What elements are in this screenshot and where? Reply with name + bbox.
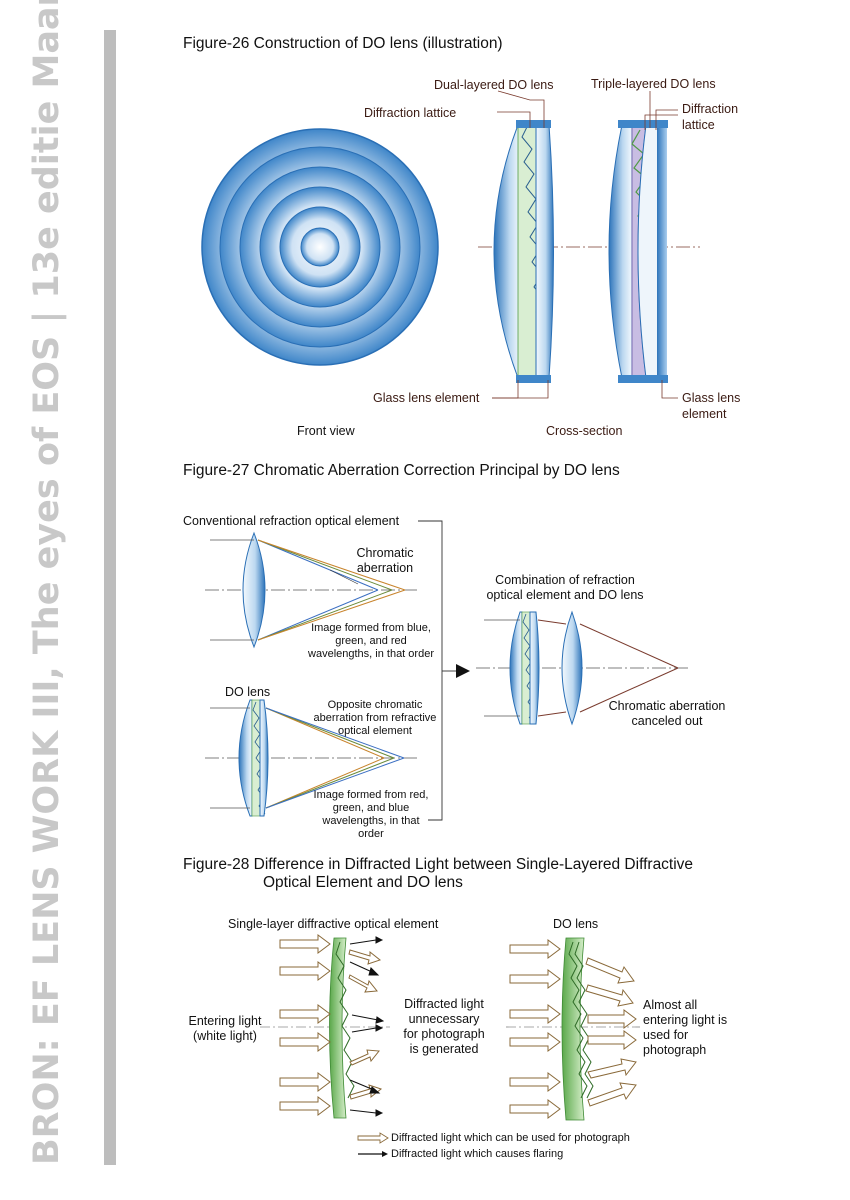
entering-light-arrows-left [279, 934, 331, 1116]
entering-light-arrows-right [509, 939, 561, 1119]
figure-26-front-view [201, 90, 700, 399]
legend-used-label: Diffracted light which can be used for p… [391, 1132, 630, 1144]
figure-27-diagram [205, 520, 690, 821]
image-rgb2-label-2: green, and blue [332, 802, 410, 814]
combination-label-1: Combination of refraction [495, 573, 635, 587]
dual-layer-lens-cross-section [478, 120, 700, 383]
image-rgb-label-2: green, and red [335, 635, 407, 647]
diffracted-label-4: is generated [409, 1042, 479, 1056]
diffracted-label-3: for photograph [403, 1027, 485, 1041]
figure-27-title: Figure-27 Chromatic Aberration Correctio… [183, 462, 620, 479]
opposite-label-3: optical element [338, 725, 412, 737]
canceled-label-1: Chromatic aberration [608, 699, 726, 713]
canceled-label-2: canceled out [631, 714, 703, 728]
almost-label-3: used for [643, 1028, 689, 1042]
almost-label-1: Almost all [643, 998, 698, 1012]
diffracted-label-2: unnecessary [408, 1012, 480, 1026]
glass-element-label-right-1: Glass lens [682, 391, 741, 405]
combination-label-2: optical element and DO lens [486, 588, 644, 602]
do-lens-figure-27 [205, 699, 418, 817]
almost-label-2: entering light is [643, 1013, 728, 1027]
opposite-label-1: Opposite chromatic [327, 699, 423, 711]
do-lens-label-27: DO lens [225, 685, 271, 699]
conventional-lens [205, 531, 418, 649]
figure-28-title-1: Figure-28 Difference in Diffracted Light… [183, 856, 694, 873]
front-view-label: Front view [297, 424, 355, 438]
conventional-label: Conventional refraction optical element [183, 514, 400, 528]
front-view-rings [201, 128, 439, 366]
triple-layer-label: Triple-layered DO lens [591, 77, 716, 91]
chromatic-label-1: Chromatic [356, 546, 414, 560]
image-rgb2-label-3: wavelengths, in that [322, 815, 420, 827]
almost-label-4: photograph [643, 1043, 707, 1057]
image-rgb-label-3: wavelengths, in that order [308, 648, 434, 660]
legend-flare-label: Diffracted light which causes flaring [391, 1148, 564, 1160]
do-lens-element [506, 937, 640, 1121]
dual-layer-label: Dual-layered DO lens [434, 78, 554, 92]
combine-arrow [456, 664, 470, 678]
opposite-label-2: aberration from refractive [313, 712, 437, 724]
diffracted-arrows-single [348, 949, 383, 1100]
image-rgb2-label-4: order [358, 828, 384, 840]
single-layer-element [260, 937, 390, 1119]
do-lens-label-28: DO lens [553, 917, 599, 931]
legend-symbols [357, 1132, 389, 1157]
figure-28-title-2: Optical Element and DO lens [263, 874, 463, 891]
chromatic-label-2: aberration [356, 561, 414, 575]
sidebar-divider [104, 30, 116, 1165]
combined-lens [476, 610, 690, 726]
diffraction-lattice-label-left: Diffraction lattice [364, 106, 457, 120]
diffraction-lattice-label-right-1: Diffraction [682, 102, 739, 116]
used-light-arrows-do [585, 957, 637, 1107]
image-rgb2-label-1: Image formed from red, [313, 789, 429, 801]
glass-element-label-left: Glass lens element [373, 391, 480, 405]
glass-element-label-right-2: element [682, 407, 727, 421]
diffracted-label-1: Diffracted light [404, 997, 484, 1011]
entering-light-label-2: (white light) [193, 1029, 257, 1043]
cross-section-label: Cross-section [546, 424, 623, 438]
figure-26-title: Figure-26 Construction of DO lens (illus… [183, 35, 503, 52]
triple-layer-lens-cross-section [608, 120, 668, 383]
figure-26-leader-lines [492, 90, 678, 399]
image-rgb-label-1: Image formed from blue, [311, 622, 431, 634]
single-layer-label: Single-layer diffractive optical element [228, 917, 439, 931]
diffraction-lattice-label-right-2: lattice [682, 118, 715, 132]
bracket-lines [418, 520, 456, 821]
flare-arrows-single [349, 936, 385, 1117]
entering-light-label-1: Entering light [188, 1014, 262, 1028]
